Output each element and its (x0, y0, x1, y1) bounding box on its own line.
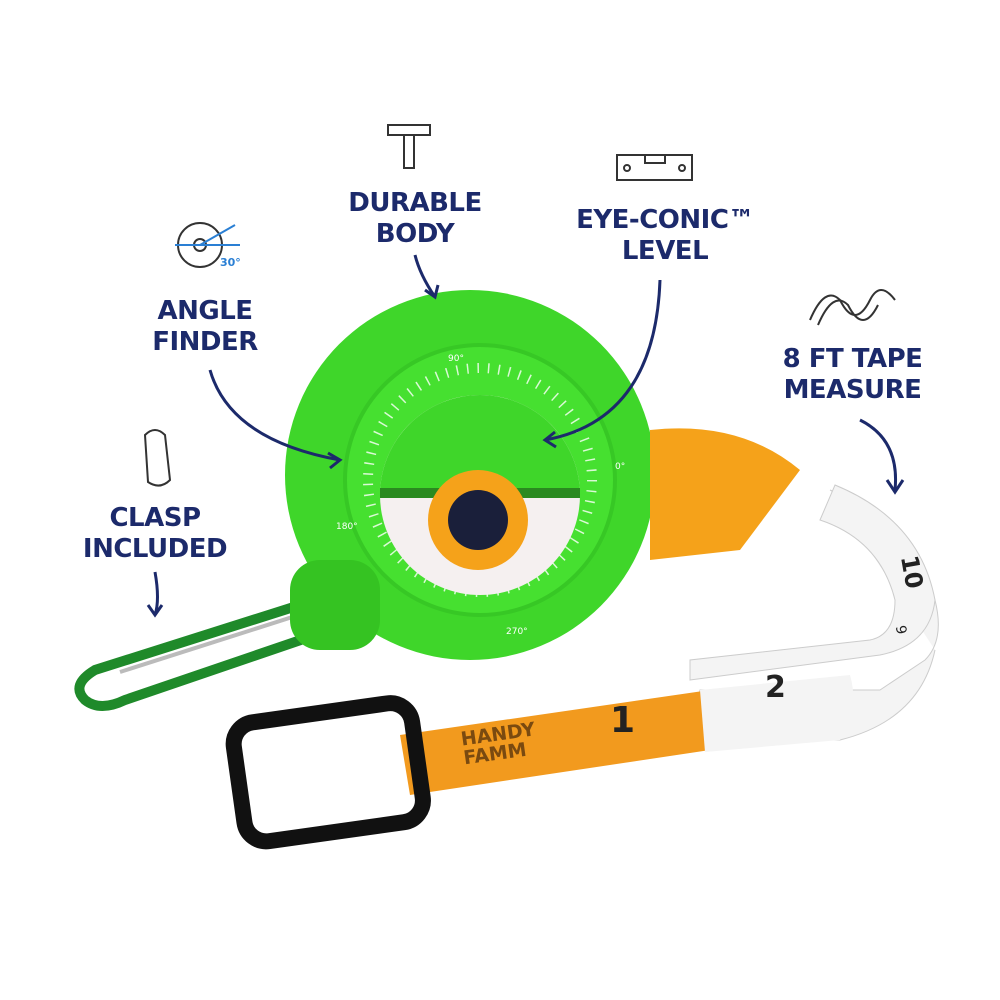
callout-line: ANGLE (157, 296, 253, 326)
callout-line: 8 FT TAPE (782, 344, 923, 374)
tape-number-2: 2 (765, 670, 786, 705)
dial-label-90: 90° (448, 354, 464, 364)
hammer-icon (387, 124, 431, 169)
callout-tape: 8 FT TAPE MEASURE (770, 344, 935, 406)
dial-label-180: 180° (336, 522, 358, 532)
angle-finder-icon (175, 222, 240, 268)
level-icon (616, 154, 693, 181)
callout-line: FINDER (152, 327, 258, 357)
callout-level: EYE-CONIC™ LEVEL (565, 205, 765, 267)
orange-beak (650, 428, 800, 560)
callout-line: CLASP (109, 503, 201, 533)
callout-line: BODY (375, 219, 455, 249)
callout-line: MEASURE (783, 375, 922, 405)
callout-clasp: CLASP INCLUDED (70, 503, 240, 565)
tape-number-10: 10 (895, 553, 929, 591)
tape-strip (689, 484, 936, 681)
tape-hook (225, 695, 431, 850)
dial-label-0: 0° (615, 462, 626, 472)
eye-pupil (448, 490, 508, 550)
callout-line: INCLUDED (82, 534, 228, 564)
callout-line: DURABLE (348, 188, 482, 218)
callout-arrows (146, 254, 905, 618)
tape-ribbon-icon (809, 289, 896, 326)
carabiner-icon (143, 429, 172, 487)
tape-orange (400, 690, 720, 795)
callout-angle-finder: ANGLE FINDER (130, 296, 280, 358)
dial-label-270: 270° (506, 627, 528, 637)
callout-line: EYE-CONIC™ (576, 205, 754, 235)
tape-number-1: 1 (610, 700, 636, 741)
callout-line: LEVEL (621, 236, 709, 266)
callout-durable-body: DURABLE BODY (335, 188, 495, 250)
angle-icon-label: 30° (220, 256, 241, 269)
